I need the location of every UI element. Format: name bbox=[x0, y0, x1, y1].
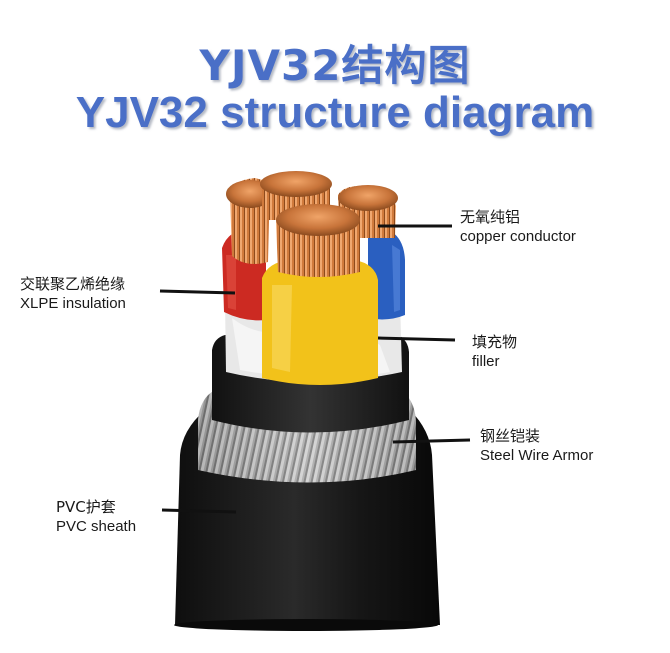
label-conductor-cn: 无氧纯铝 bbox=[460, 208, 521, 226]
label-armor-en: Steel Wire Armor bbox=[480, 447, 594, 464]
title-english: YJV32 structure diagram bbox=[75, 88, 595, 137]
label-insulation: 交联聚乙烯绝缘 XLPE insulation bbox=[20, 274, 126, 314]
label-armor-cn: 钢丝铠装 bbox=[480, 427, 541, 445]
label-insulation-en: XLPE insulation bbox=[20, 295, 126, 312]
label-filler-cn: 填充物 bbox=[472, 333, 518, 351]
leader-line-insulation bbox=[159, 289, 236, 295]
title-chinese: YJV32结构图 bbox=[199, 41, 471, 90]
label-sheath: PVC护套 PVC sheath bbox=[56, 497, 136, 537]
yellow-insulation-core bbox=[262, 260, 378, 385]
leader-lines bbox=[159, 224, 471, 514]
label-armor: 钢丝铠装 Steel Wire Armor bbox=[480, 426, 593, 466]
label-conductor-en: copper conductor bbox=[460, 228, 576, 245]
label-sheath-en: PVC sheath bbox=[56, 518, 137, 535]
leader-line-armor bbox=[392, 438, 471, 444]
label-sheath-cn: PVC护套 bbox=[56, 498, 116, 516]
leader-line-filler bbox=[377, 336, 456, 342]
label-filler-en: filler bbox=[472, 353, 500, 370]
leader-line-sheath bbox=[161, 508, 237, 514]
label-insulation-cn: 交联聚乙烯绝缘 bbox=[20, 275, 126, 293]
label-filler: 填充物 filler bbox=[472, 332, 517, 372]
label-conductor: 无氧纯铝 copper conductor bbox=[460, 207, 576, 247]
